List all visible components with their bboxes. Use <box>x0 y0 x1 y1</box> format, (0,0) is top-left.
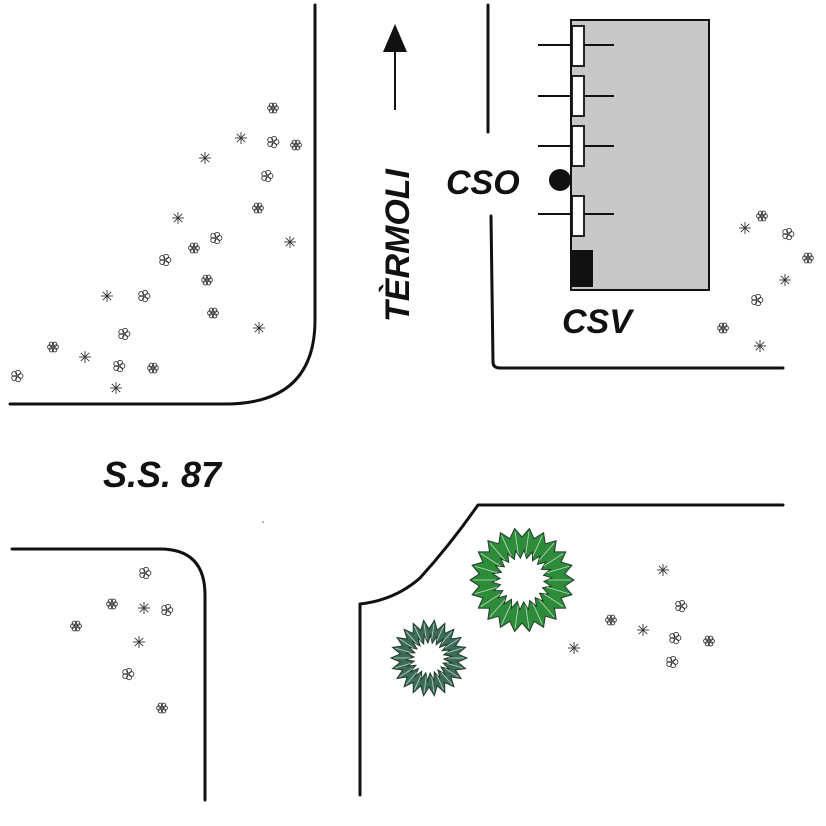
tree-small-icon <box>389 619 469 697</box>
flower-icon <box>605 614 617 626</box>
flower-icon <box>267 102 279 114</box>
curb-bottom-left <box>10 547 207 802</box>
flower-icon <box>261 169 274 183</box>
flower-icon <box>290 139 302 151</box>
flower-icon <box>284 236 296 248</box>
building-body <box>570 19 710 291</box>
flower-icon <box>159 253 172 267</box>
flower-icon <box>147 362 159 374</box>
trees <box>389 527 575 697</box>
flower-icon <box>201 274 213 286</box>
flower-icon <box>118 327 131 341</box>
flower-icon <box>751 293 764 307</box>
road-curbs <box>8 3 785 802</box>
flower-icon <box>782 227 795 241</box>
flower-icon <box>717 322 729 334</box>
curb-top-left <box>8 3 317 406</box>
flower-icon <box>666 655 679 669</box>
flower-icon <box>252 202 264 214</box>
cso-marker <box>549 169 571 191</box>
flower-icon <box>139 566 152 580</box>
flower-icon <box>106 598 118 610</box>
flower-icon <box>207 307 219 319</box>
flower-icon <box>79 351 91 363</box>
flower-icon <box>138 289 151 303</box>
label-csv: CSV <box>562 303 635 341</box>
tree-large-icon <box>469 527 575 633</box>
flower-icon <box>11 369 24 383</box>
flower-icon <box>138 602 150 614</box>
building-rails <box>538 25 614 237</box>
flower-icon <box>70 620 82 632</box>
flower-icon <box>235 132 247 144</box>
flower-icon <box>739 222 751 234</box>
flower-icon <box>802 252 814 264</box>
flower-icon <box>161 603 174 617</box>
flower-icon <box>675 599 688 613</box>
curb-bottom-right <box>358 503 785 797</box>
flower-icon <box>156 702 168 714</box>
flower-icon <box>756 210 768 222</box>
label-direction: TÈRMOLI <box>379 167 417 322</box>
flower-icon <box>122 667 135 681</box>
flower-icon <box>568 642 580 654</box>
flower-icon <box>657 564 669 576</box>
curb-top-right <box>486 3 785 370</box>
flower-icon <box>172 212 184 224</box>
vegetation-flowers <box>11 102 814 714</box>
flower-icon <box>110 382 122 394</box>
building <box>538 19 710 291</box>
flower-icon <box>47 341 59 353</box>
flower-icon <box>199 152 211 164</box>
flower-icon <box>267 135 280 149</box>
flower-icon <box>754 340 766 352</box>
flower-icon <box>101 290 113 302</box>
flower-icon <box>188 242 200 254</box>
flower-icon <box>133 636 145 648</box>
label-road: S.S. 87 <box>103 454 223 495</box>
flower-icon <box>779 274 791 286</box>
label-cso: CSO <box>446 164 520 202</box>
flower-icon <box>703 635 715 647</box>
csv-marker <box>571 250 593 287</box>
direction-arrow <box>383 24 407 110</box>
flower-icon <box>113 359 126 373</box>
flower-icon <box>253 322 265 334</box>
flower-icon <box>637 624 649 636</box>
flower-icon <box>210 231 223 245</box>
flower-icon <box>669 631 682 645</box>
